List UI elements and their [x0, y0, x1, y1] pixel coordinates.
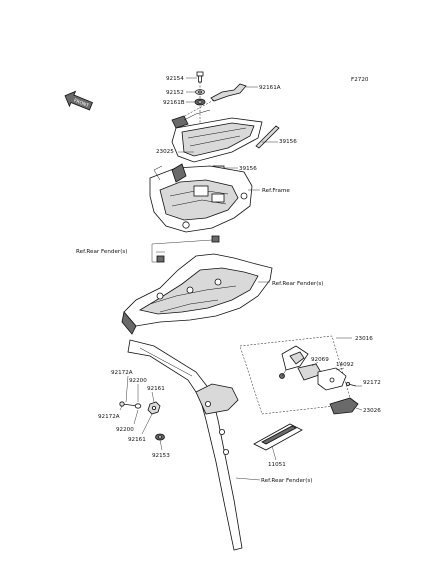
rear-frame-subassembly	[149, 163, 253, 233]
clip-upper	[211, 235, 220, 243]
callout-92161B: 92161B	[163, 100, 185, 106]
callout-92172: 92172	[363, 380, 381, 386]
leader-lines	[119, 77, 363, 481]
callout-92152: 92152	[166, 90, 184, 96]
bolt-92154	[196, 71, 204, 83]
callout-92172A-top: 92172A	[111, 370, 133, 376]
callout-23016: 23016	[355, 336, 373, 342]
callout-92161-low: 92161	[128, 437, 146, 443]
grommet-92153	[155, 433, 165, 441]
license-light-plate	[253, 423, 303, 451]
clamp-92161A	[210, 83, 247, 102]
callout-ref-rear-fender-c: Ref.Rear Fender(s)	[261, 478, 312, 484]
callout-39156-lower: 39156	[239, 166, 257, 172]
rear-fender	[121, 253, 273, 335]
callout-92200-low: 92200	[116, 427, 134, 433]
callout-23026: 23026	[363, 408, 381, 414]
clip-left	[156, 255, 165, 263]
callout-ref-rear-fender-b: Ref.Rear Fender(s)	[272, 281, 323, 287]
license-bracket-11051	[127, 339, 243, 551]
license-light-group-box	[239, 335, 353, 415]
callout-ref-rear-fender-a: Ref.Rear Fender(s)	[76, 249, 127, 255]
tail-light-23025	[171, 109, 263, 163]
callout-92172A-low: 92172A	[98, 414, 120, 420]
grommet-92161B	[194, 98, 206, 106]
nut-92161	[147, 401, 161, 415]
washer-92200	[134, 403, 142, 409]
figure-id: F2720	[351, 77, 369, 83]
license-light-23016	[279, 345, 309, 379]
callout-11051: 11051	[268, 462, 286, 468]
callout-39156-upper: 39156	[279, 139, 297, 145]
callout-23025: 23025	[156, 149, 174, 155]
callout-92069: 92069	[311, 357, 329, 363]
cover-14092	[317, 367, 347, 391]
damper-39156-strip	[255, 125, 280, 149]
callout-ref-frame: Ref.Frame	[262, 188, 290, 194]
lens-23026	[329, 397, 359, 415]
callout-92161A: 92161A	[259, 85, 281, 91]
front-badge-text: FRONT	[73, 98, 90, 110]
callout-92154: 92154	[166, 76, 184, 82]
screw-92172	[345, 381, 357, 387]
front-direction-badge: FRONT	[64, 90, 93, 111]
callout-92153: 92153	[152, 453, 170, 459]
callout-92161-top: 92161	[147, 386, 165, 392]
callout-92200-top: 92200	[129, 378, 147, 384]
callout-14092: 14092	[336, 362, 354, 368]
